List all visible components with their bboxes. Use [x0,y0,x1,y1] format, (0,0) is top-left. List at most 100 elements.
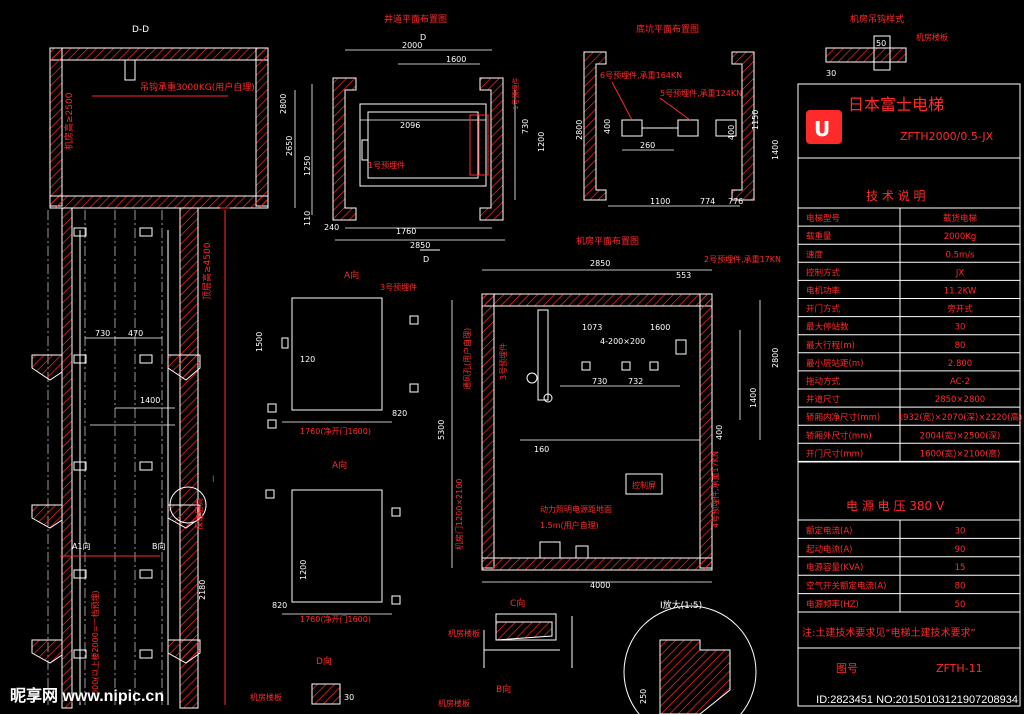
table-value: 1600(宽)×2100(高) [920,448,1001,459]
drawing-no-label: 图号 [836,662,858,675]
svg-text:2000: 2000 [402,41,422,50]
svg-text:774: 774 [700,197,715,206]
a-view: A向 1200 820 1760(净开门1600) [265,459,401,624]
svg-text:250: 250 [639,689,648,704]
svg-text:120: 120 [300,355,315,364]
svg-text:730: 730 [592,377,607,386]
power-table: 额定电流(A)30起动电流(A)90电源容量(KVA)15空气开关额定电流(A)… [798,525,1020,613]
svg-text:A向: A向 [344,269,359,281]
svg-text:1100: 1100 [650,197,670,206]
svg-text:B向: B向 [496,683,511,695]
svg-text:820: 820 [272,601,287,610]
machine-wall-left [49,47,63,207]
svg-text:机房楼板: 机房楼板 [250,692,282,702]
table-key: 最小层站距(m) [806,358,863,369]
dd-section: D-D 吊钩承重3000KG(用户自理) 机房高≥2500 顶层高≥4500 [31,25,269,709]
table-key: 速度 [806,249,824,260]
table-value: JX [955,268,965,278]
shaft-wall-left [61,207,73,709]
table-value: 11.2KW [944,287,977,297]
title-block: U 日本富士电梯 ZFTH2000/0.5-JX 技 术 说 明 电梯型号载货电… [797,83,1023,707]
svg-text:1760(净开门1600): 1760(净开门1600) [300,426,371,436]
svg-text:30: 30 [826,69,836,78]
table-key: 最大停站数 [806,322,849,333]
svg-text:机房吊钩样式: 机房吊钩样式 [850,13,904,25]
svg-text:1073: 1073 [582,323,602,332]
svg-text:2180: 2180 [198,580,207,600]
svg-text:4-200×200: 4-200×200 [600,337,645,346]
svg-text:控制屏: 控制屏 [632,480,656,490]
brand-name: 日本富士电梯 [848,95,944,114]
machine-floor [49,195,269,209]
table-key: 空气开关额定电流(A) [806,581,886,592]
logo-mark: U [814,117,830,141]
table-value: 90 [955,545,966,555]
svg-text:1号预埋件: 1号预埋件 [368,160,405,170]
svg-text:5号预埋件,承重124KN: 5号预埋件,承重124KN [660,88,742,98]
svg-text:机房门1200×2100: 机房门1200×2100 [454,479,464,550]
table-key: 最大行程(m) [806,340,855,351]
watermark-site: 昵享网 www.nipic.cn [10,688,165,705]
svg-text:4号预埋件,承重17KN: 4号预埋件,承重17KN [710,451,720,528]
svg-text:2800: 2800 [279,94,288,114]
svg-text:B向: B向 [152,541,166,551]
svg-text:470: 470 [128,329,143,338]
svg-text:动力照明电源距地面: 动力照明电源距地面 [540,504,612,514]
svg-text:C向: C向 [510,597,525,609]
shaft-wall-right [179,207,199,709]
svg-text:1600: 1600 [650,323,670,332]
svg-text:1号预埋件: 1号预埋件 [511,78,520,110]
machine-room-plan: 2850 2号预埋件,承重17KN 553 控制屏 1073 1600 4-20… [437,254,781,590]
svg-text:776: 776 [728,197,743,206]
car-outline [359,103,487,187]
svg-text:保证层高: 保证层高 [194,498,204,530]
shaft-plan: 井道平面布置图 D 2000 1600 2096 1号预埋件 1760 2850… [279,13,546,264]
table-key: 轿厢外尺寸(mm) [806,430,872,441]
svg-text:730: 730 [95,329,110,338]
bottom-details: C向 机房楼板 D向 机房楼板 30 B向 机房楼板 I放大(1:5) 250 [250,597,757,714]
svg-text:6号预埋件,承重164KN: 6号预埋件,承重164KN [600,70,682,80]
top-height-note: 顶层高≥4500 [201,242,213,300]
table-value: 2004(宽)×2500(深) [920,430,1001,441]
table-value: 旁开式 [947,304,973,315]
svg-text:I放大(1:5): I放大(1:5) [660,599,702,611]
detail-i-label: I [212,475,215,485]
svg-text:400: 400 [603,119,612,134]
spec-title: 技 术 说 明 [866,188,925,203]
svg-text:260: 260 [640,141,655,150]
svg-text:1150: 1150 [751,110,760,130]
table-value: 50 [955,600,966,610]
svg-text:732: 732 [628,377,643,386]
table-key: 井道尺寸 [806,394,841,405]
svg-text:1400: 1400 [140,396,160,405]
a-view-top: A向 3号预埋件 120 1500 820 1760(净开门1600) [255,269,419,436]
table-value: 1932(宽)×2070(深)×2220(高) [898,412,1023,423]
svg-text:2850: 2850 [590,259,610,268]
svg-text:1760: 1760 [396,227,416,236]
table-key: 开门尺寸(mm) [806,448,863,459]
svg-text:160: 160 [534,445,549,454]
svg-text:3号预埋件: 3号预埋件 [498,343,508,380]
power-note: 注:土建技术要求见“电梯土建技术要求” [802,626,976,639]
table-value: AC-2 [950,377,970,387]
svg-text:2号预埋件,承重17KN: 2号预埋件,承重17KN [704,254,781,264]
svg-text:机房楼板: 机房楼板 [448,628,480,638]
table-key: 拖动方式 [806,376,841,387]
svg-text:通风孔(用户自理): 通风孔(用户自理) [462,328,472,390]
table-value: 30 [955,526,966,536]
watermark-id: ID:2823451 NO:20150103121907208934 [816,694,1018,706]
table-value: 载货电梯 [943,213,978,224]
svg-text:1400: 1400 [771,140,780,160]
svg-text:2650: 2650 [285,136,294,156]
svg-text:2096: 2096 [400,121,420,130]
svg-text:2000(以上楼2000=一档预埋): 2000(以上楼2000=一档预埋) [90,590,100,700]
svg-text:3号预埋件: 3号预埋件 [380,282,417,292]
svg-text:1200: 1200 [537,132,546,152]
svg-text:820: 820 [392,409,407,418]
drawing-no-value: ZFTH-11 [936,662,983,675]
table-value: 15 [955,563,966,573]
svg-text:730: 730 [521,119,530,134]
svg-text:1500: 1500 [255,332,264,352]
machine-height-note: 机房高≥2500 [63,92,75,150]
svg-text:D: D [420,33,426,42]
